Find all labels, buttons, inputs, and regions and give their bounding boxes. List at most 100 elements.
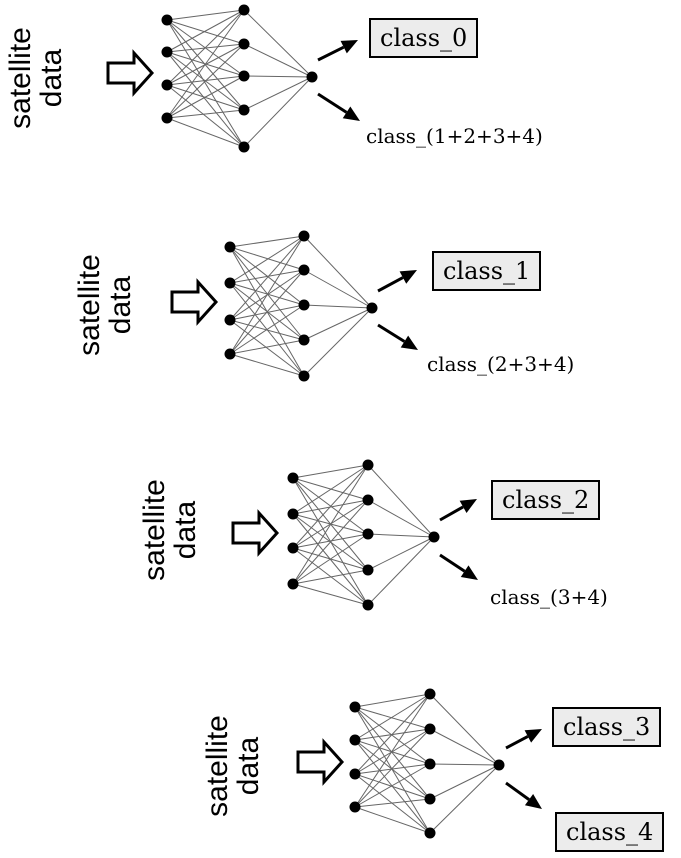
connection-line [367, 536, 435, 606]
connection-line [243, 43, 313, 78]
hidden-node [298, 299, 310, 311]
connection-line [166, 75, 245, 119]
connection-line [166, 9, 245, 53]
output-arrow-up-head [524, 729, 542, 743]
class-1-2-3-4-label: class_(1+2+3+4) [366, 124, 543, 148]
connection-line [367, 499, 435, 538]
input-node [224, 241, 236, 253]
connection-line [166, 9, 245, 21]
connection-line [354, 693, 431, 741]
input-arrow [170, 278, 219, 326]
satellite-data-label-0: satellite data [4, 27, 68, 129]
hidden-node [298, 370, 310, 382]
input-node [349, 701, 361, 713]
connection-line [229, 235, 305, 355]
connection-line [354, 728, 431, 808]
satellite-data-label-3: satellite data [201, 715, 265, 817]
output-arrow-down-shaft [377, 323, 406, 343]
class-4-box: class_4 [555, 812, 665, 852]
class-3-box: class_3 [552, 707, 662, 747]
class-2-3-4-label: class_(2+3+4) [427, 352, 575, 376]
connection-line [229, 269, 305, 355]
output-arrow-down-shaft [317, 92, 348, 114]
label-line-data: data [104, 275, 137, 335]
connection-line [243, 9, 313, 78]
hidden-node [238, 38, 250, 50]
connection-line [229, 235, 305, 321]
connection-line [354, 693, 431, 808]
input-arrow [231, 509, 280, 557]
connection-line [292, 464, 369, 549]
input-node [161, 79, 173, 91]
input-node [161, 112, 173, 124]
output-node [306, 71, 318, 83]
connection-line [243, 75, 313, 78]
input-node [161, 14, 173, 26]
connection-line [166, 9, 245, 86]
satellite-data-label-1: satellite data [73, 254, 137, 356]
input-node [349, 734, 361, 746]
connection-line [292, 499, 369, 585]
hidden-node [362, 459, 374, 471]
output-arrow-down-shaft [439, 553, 466, 573]
class-0-box: class_0 [369, 18, 479, 58]
connection-line [367, 536, 435, 571]
output-arrow-down-head [524, 793, 542, 809]
output-arrow-up-head [459, 499, 477, 513]
label-line-data: data [232, 736, 265, 796]
hidden-node [424, 793, 436, 805]
connection-line [292, 464, 369, 515]
connection-line [354, 728, 431, 775]
connection-line [303, 307, 373, 341]
network-3 [296, 688, 542, 839]
input-arrow [296, 738, 345, 786]
label-line-satellite: satellite [4, 27, 37, 129]
input-node [287, 472, 299, 484]
connection-line [367, 464, 435, 538]
output-node [366, 302, 378, 314]
connection-line [229, 235, 305, 248]
connection-line [166, 19, 245, 45]
label-line-satellite: satellite [138, 479, 171, 581]
connection-line [429, 763, 500, 766]
hidden-node [362, 564, 374, 576]
class-2-box: class_2 [491, 480, 601, 520]
hidden-node [298, 334, 310, 346]
output-arrow-down-head [400, 335, 418, 350]
input-node [224, 314, 236, 326]
connection-line [354, 706, 431, 800]
connection-line [354, 763, 431, 808]
connection-line [354, 806, 431, 834]
connection-line [292, 583, 369, 606]
connection-line [429, 764, 500, 800]
hidden-node [298, 230, 310, 242]
connection-line [229, 304, 305, 355]
connection-line [229, 282, 305, 306]
connection-line [166, 117, 245, 148]
connection-line [429, 764, 500, 834]
input-node [349, 768, 361, 780]
output-arrow-down-head [460, 565, 478, 580]
label-line-data: data [169, 500, 202, 560]
hidden-node [298, 264, 310, 276]
connection-line [166, 109, 245, 119]
hidden-node [424, 688, 436, 700]
connection-line [229, 353, 305, 377]
connection-line [292, 533, 369, 549]
output-arrow-up-shaft [439, 505, 464, 522]
connection-line [354, 763, 431, 775]
network-2 [231, 459, 478, 611]
output-node [428, 531, 440, 543]
input-node [161, 46, 173, 58]
connection-line [354, 798, 431, 808]
connection-line [354, 693, 431, 775]
connection-line [303, 235, 373, 309]
connection-line [354, 706, 431, 730]
connection-line [429, 693, 500, 766]
hidden-node [362, 494, 374, 506]
hidden-node [238, 141, 250, 153]
connection-line [243, 76, 313, 111]
input-node [287, 508, 299, 520]
input-node [224, 348, 236, 360]
